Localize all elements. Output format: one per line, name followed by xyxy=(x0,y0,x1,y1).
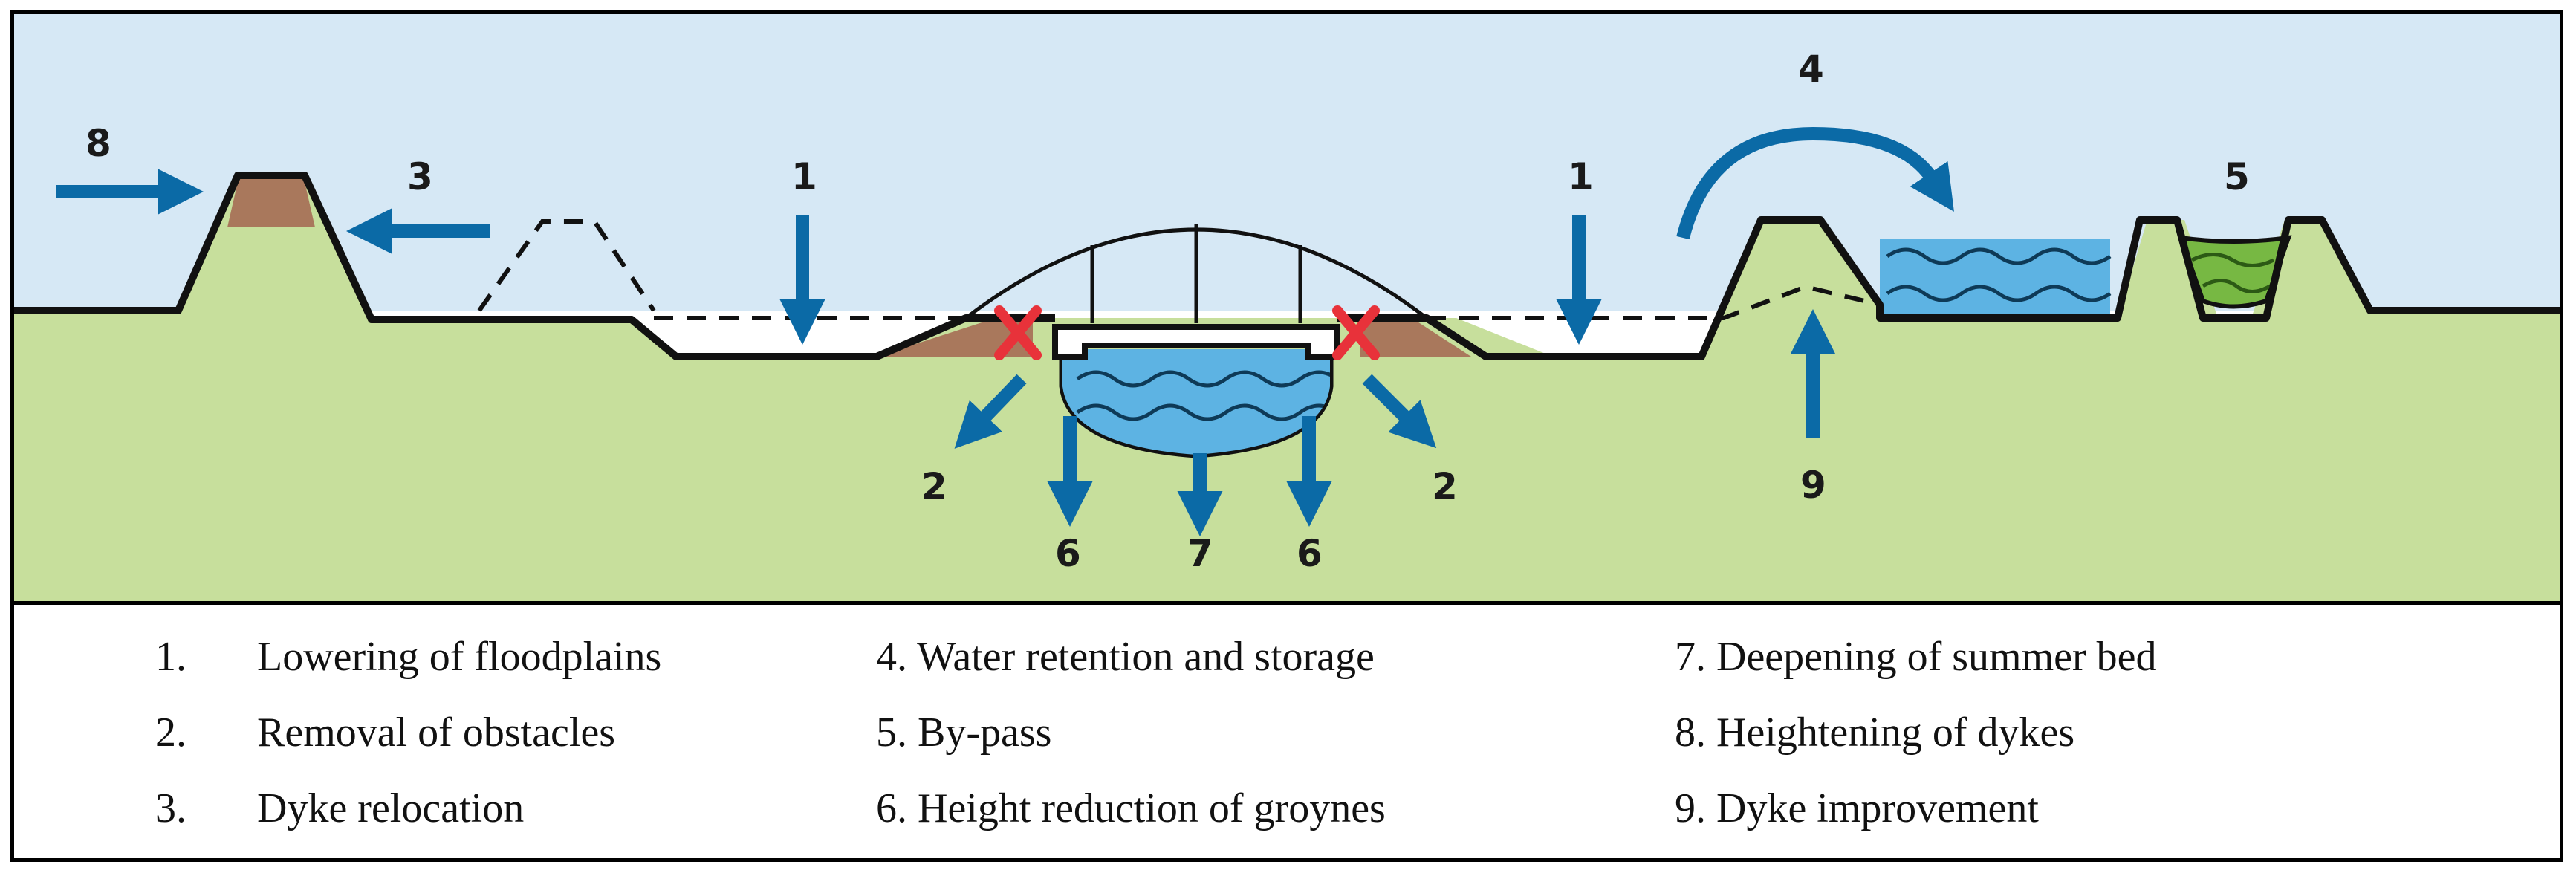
dyke-heightening-cap xyxy=(227,175,315,227)
legend-num: 1. xyxy=(155,634,186,680)
legend-text: Lowering of floodplains xyxy=(257,634,662,680)
legend-item-8: 8. Heightening of dykes xyxy=(1675,712,2074,753)
legend-num: 3. xyxy=(155,785,186,831)
legend-text: Water retention and storage xyxy=(917,634,1375,680)
label-floodplain-right: 1 xyxy=(1568,155,1594,198)
legend-num: 4. xyxy=(876,634,907,680)
water-wave-icon xyxy=(1886,247,2112,302)
label-dyke-improvement: 9 xyxy=(1800,464,1826,507)
arrow-diag-left-icon xyxy=(954,374,1027,449)
obstacle-soil-right xyxy=(1360,318,1471,357)
legend-num: 9. xyxy=(1675,785,1706,831)
label-obstacles-right: 2 xyxy=(1432,465,1458,508)
legend-text: Dyke improvement xyxy=(1716,785,2039,831)
legend-num: 5. xyxy=(876,710,907,756)
legend-text: Dyke relocation xyxy=(257,785,525,831)
arrow-diag-right-icon xyxy=(1362,374,1437,449)
legend-text: Height reduction of groynes xyxy=(918,785,1386,831)
red-cross-icon xyxy=(1332,305,1380,360)
legend-text: Heightening of dykes xyxy=(1716,710,2075,756)
bridge-hangers xyxy=(1090,224,1302,323)
label-obstacles-left: 2 xyxy=(921,465,947,508)
label-dyke-relocation: 3 xyxy=(407,155,433,198)
label-floodplain-left: 1 xyxy=(791,155,817,198)
legend-num: 2. xyxy=(155,710,186,756)
label-groyne-left: 6 xyxy=(1055,532,1081,575)
label-dyke-heightening: 8 xyxy=(85,122,111,165)
legend-text: Deepening of summer bed xyxy=(1716,634,2157,680)
bridge-deck xyxy=(1052,324,1340,360)
legend-item-6: 6. Height reduction of groynes xyxy=(876,788,1386,829)
label-groyne-right: 6 xyxy=(1297,532,1323,575)
legend-item-4: 4. Water retention and storage xyxy=(876,636,1375,678)
legend-item-9: 9. Dyke improvement xyxy=(1675,788,2039,829)
obstacle-soil-left xyxy=(877,318,1033,357)
legend-text: By-pass xyxy=(918,710,1052,756)
terrain-profile-line xyxy=(14,172,2560,360)
red-cross-icon xyxy=(994,305,1042,360)
legend-num: 7. xyxy=(1675,634,1706,680)
legend-num: 6. xyxy=(876,785,907,831)
water-wave-icon xyxy=(1076,370,1330,421)
river-cross-section-diagram: 8 3 1 4 1 5 2 6 7 6 2 9 xyxy=(14,14,2560,602)
legend-item-7: 7. Deepening of summer bed xyxy=(1675,636,2156,678)
label-bypass: 5 xyxy=(2224,155,2250,198)
legend-num: 8. xyxy=(1675,710,1706,756)
legend: 1. Lowering of floodplains 2. Removal of… xyxy=(14,605,2560,858)
legend-divider xyxy=(10,601,2563,605)
legend-text: Removal of obstacles xyxy=(257,710,616,756)
bypass-wave xyxy=(2190,253,2275,293)
label-summer-bed: 7 xyxy=(1187,532,1213,575)
curved-arrow-icon xyxy=(1676,126,1954,240)
legend-item-5: 5. By-pass xyxy=(876,712,1051,753)
label-retention: 4 xyxy=(1798,48,1824,91)
